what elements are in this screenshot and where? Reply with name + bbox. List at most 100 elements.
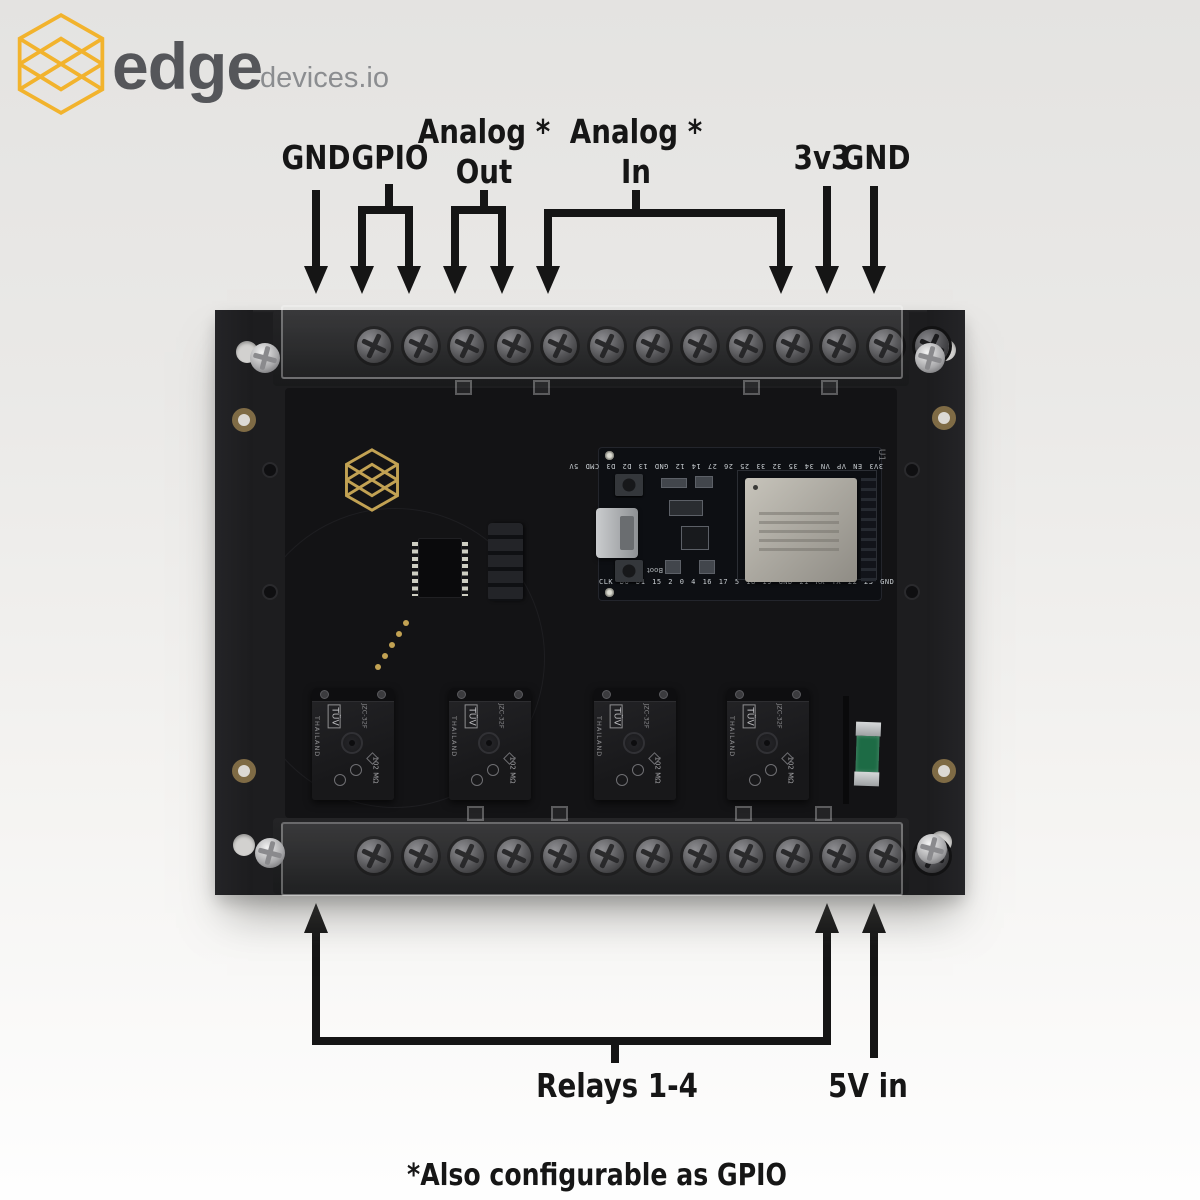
terminal-screw-row-top [357, 329, 949, 363]
cover-tab [467, 806, 484, 821]
relay-origin: THAILAND [450, 716, 458, 758]
ref-designator: U1 [876, 448, 887, 462]
standoff-boss [904, 462, 920, 478]
rivet [514, 690, 523, 699]
esp32-antenna [861, 478, 876, 582]
terminal-screw [589, 839, 624, 873]
terminal-cover-bottom [281, 822, 903, 896]
relay-ring [623, 732, 645, 754]
pin-pad [605, 588, 614, 597]
label-gpio: GPIO [351, 138, 429, 177]
terminal-screw [682, 329, 717, 363]
brass-eyelet [932, 759, 956, 783]
rivet [320, 690, 329, 699]
relay-model: JZC-32F [642, 703, 651, 729]
esp32-pin-labels-top: 3V3 EN VP VN 34 35 32 33 25 26 27 14 12 … [568, 462, 883, 470]
smd-component [695, 476, 713, 488]
esp32-dev-board: 3V3 EN VP VN 34 35 32 33 25 26 27 14 12 … [568, 447, 895, 601]
terminal-screw [543, 329, 577, 363]
terminal-screw [636, 329, 670, 363]
relay-cert: TÜV [327, 704, 341, 729]
label-relays: Relays 1-4 [536, 1066, 698, 1105]
terminal-screw [357, 329, 391, 363]
header-connector [488, 523, 523, 601]
label-5v-in: 5V in [828, 1066, 908, 1105]
relay-model: JZC-32F [360, 703, 369, 729]
relay-origin: THAILAND [728, 716, 736, 758]
terminal-screw [496, 329, 531, 363]
esp32-pads-bottom [605, 588, 877, 597]
boot-button [615, 560, 643, 582]
brass-eyelet [232, 759, 256, 783]
brand-name: edge [112, 29, 263, 103]
cover-tab [735, 806, 752, 821]
relay-cert: TÜV [464, 704, 478, 729]
terminal-screw [357, 839, 391, 873]
cert-mark [749, 774, 761, 786]
rivet [735, 690, 744, 699]
cover-tab [743, 380, 760, 395]
cover-end-screw [917, 834, 947, 864]
soic-chip [412, 538, 468, 598]
smd-component [669, 500, 703, 516]
relay-ring [341, 732, 363, 754]
terminal-screw [775, 329, 810, 363]
relay-origin: THAILAND [595, 716, 603, 758]
enclosure-left-wall [215, 310, 253, 895]
label-analog-out: Analog *Out [417, 112, 551, 191]
terminal-screw [450, 839, 484, 873]
relay-1: TÜV THAILAND JZC-32F 102 MΩ [312, 688, 394, 800]
rivet [457, 690, 466, 699]
cert-mark [632, 764, 644, 776]
terminal-screw [682, 839, 717, 873]
terminal-block-top [273, 310, 949, 386]
label-gnd-left: GND [281, 138, 351, 177]
ic-chip [681, 526, 709, 550]
cover-tab [821, 380, 838, 395]
relay-3: TÜV THAILAND JZC-32F 102 MΩ [594, 688, 676, 800]
esp32-pin-labels-bottom: CLK D0 D1 15 2 0 4 16 17 5 18 19 GND 21 … [599, 578, 895, 586]
smd-component [661, 478, 687, 488]
standoff-boss [262, 584, 278, 600]
terminal-screw [822, 839, 856, 873]
brand-suffix: devices.io [260, 62, 389, 94]
rivet [602, 690, 611, 699]
en-button [615, 474, 643, 496]
footnote: *Also configurable as GPIO [407, 1158, 787, 1193]
relay-4: TÜV THAILAND JZC-32F 102 MΩ [727, 688, 809, 800]
smd-component [665, 560, 681, 574]
cover-end-screw [250, 343, 280, 373]
relay-origin: THAILAND [313, 716, 321, 758]
terminal-screw [450, 329, 484, 363]
via [396, 631, 402, 637]
rivet [792, 690, 801, 699]
terminal-screw [589, 329, 624, 363]
pin-pad [605, 451, 614, 460]
brass-eyelet [932, 406, 956, 430]
relay-ring [756, 732, 778, 754]
terminal-cover-top [281, 305, 903, 379]
terminal-screw [636, 839, 670, 873]
label-3v3: 3v3 [793, 138, 851, 177]
pcb-edge-logo [345, 448, 399, 512]
terminal-screw [729, 839, 763, 873]
terminal-screw [868, 329, 903, 363]
via [403, 620, 409, 626]
boot-label: Boot [647, 566, 664, 574]
terminal-screw [822, 329, 856, 363]
relay-controller-device: 3V3 EN VP VN 34 35 32 33 25 26 27 14 12 … [215, 305, 965, 896]
standoff-boss [262, 462, 278, 478]
cover-tab [551, 806, 568, 821]
relay-cert: TÜV [742, 704, 756, 729]
cert-mark [350, 764, 362, 776]
mount-hole [233, 834, 255, 856]
micro-usb-port [596, 508, 638, 558]
cover-tab [455, 380, 472, 395]
via [389, 642, 395, 648]
rivet [377, 690, 386, 699]
cert-mark [487, 764, 499, 776]
cert-mark [616, 774, 628, 786]
via [375, 664, 381, 670]
component-cap [855, 721, 882, 737]
relay-ring [478, 732, 500, 754]
